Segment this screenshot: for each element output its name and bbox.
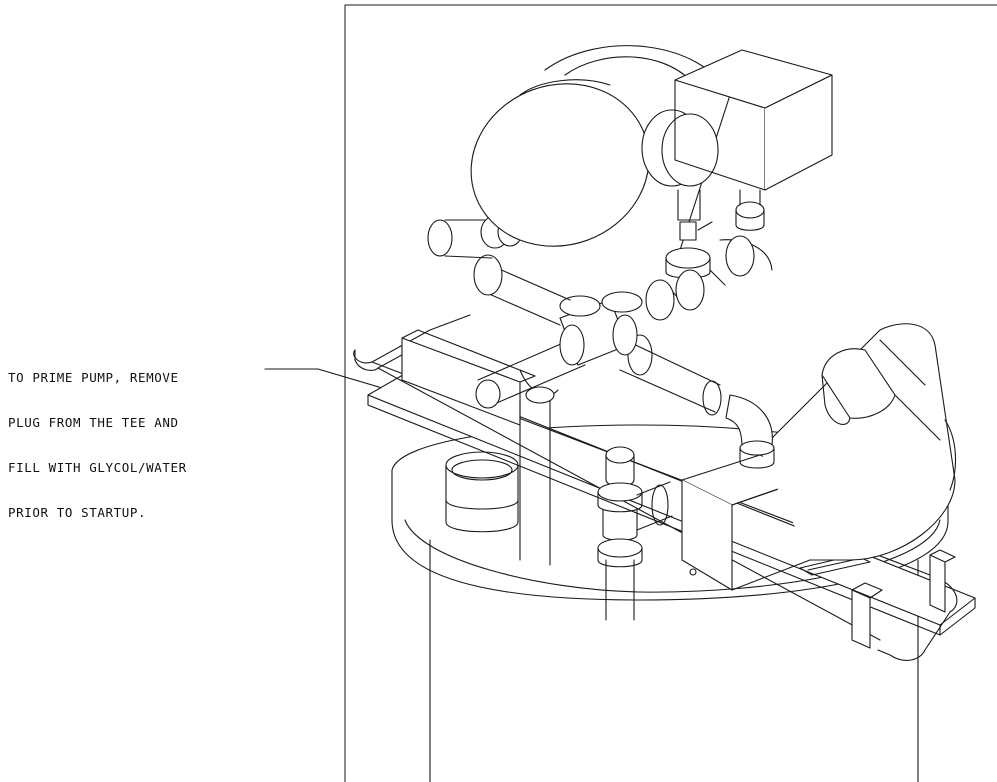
callout-line-1: TO PRIME PUMP, REMOVE (8, 370, 179, 385)
discharge-elbow (620, 335, 774, 468)
drawing-border (345, 5, 997, 782)
callout-line-2: PLUG FROM THE TEE AND (8, 415, 179, 430)
callout-line-3: FILL WITH GLYCOL/WATER (8, 460, 187, 475)
callout-line-4: PRIOR TO STARTUP. (8, 505, 147, 520)
pressure-gauge (642, 110, 718, 240)
control-box (675, 50, 832, 190)
riser-pipes (520, 400, 634, 620)
manifold-pipe (476, 340, 585, 408)
gauge-fittings (646, 190, 772, 320)
callout-note: TO PRIME PUMP, REMOVE PLUG FROM THE TEE … (8, 340, 268, 535)
motor (760, 324, 955, 560)
cross-fitting (560, 292, 642, 365)
priming-tee (598, 447, 672, 567)
